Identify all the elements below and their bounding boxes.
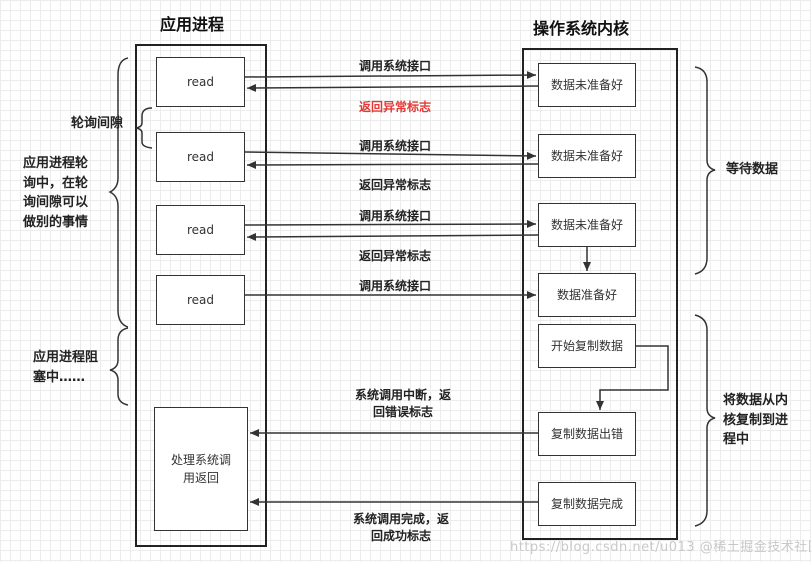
read-box-1: read — [156, 57, 245, 107]
app-process-title: 应用进程 — [160, 15, 225, 34]
read-box-2: read — [156, 132, 245, 182]
copy-brace — [694, 314, 716, 527]
read-box-3: read — [156, 205, 245, 255]
gap-brace — [135, 107, 153, 149]
return-arrow-2 — [246, 160, 539, 169]
call-arrow-2 — [244, 151, 537, 160]
polling-gap-note: 轮询间隙 — [71, 116, 124, 131]
kernel-copy-done: 复制数据完成 — [538, 482, 636, 526]
call-label-2: 调用系统接口 — [359, 139, 432, 153]
return-label-3: 返回异常标志 — [359, 249, 432, 263]
call-label-3: 调用系统接口 — [359, 209, 432, 223]
call-arrow-3 — [244, 220, 537, 229]
return-label-2: 返回异常标志 — [359, 178, 432, 192]
kernel-ready: 数据准备好 — [538, 273, 636, 317]
kernel-not-ready-3: 数据未准备好 — [538, 203, 636, 247]
polling-brace — [108, 57, 129, 328]
kernel-not-ready-1: 数据未准备好 — [538, 63, 636, 107]
blocked-note: 应用进程阻塞中…… — [33, 350, 99, 385]
start-copy-arrow — [596, 345, 669, 410]
blocking-brace — [109, 327, 129, 406]
waiting-data-note: 等待数据 — [726, 162, 779, 177]
polling-note: 应用进程轮询中，在轮询间隙可以做别的事情 — [23, 156, 89, 230]
handle-return-box: 处理系统调用返回 — [154, 407, 248, 531]
copy-to-process-note: 将数据从内核复制到进程中 — [723, 393, 789, 447]
call-label-1: 调用系统接口 — [359, 59, 432, 73]
kernel-start-copy: 开始复制数据 — [538, 324, 636, 368]
kernel-title: 操作系统内核 — [533, 19, 630, 38]
kernel-copy-error: 复制数据出错 — [538, 412, 636, 456]
call-arrow-1 — [244, 71, 537, 80]
return-arrow-3 — [246, 232, 539, 241]
read-box-4: read — [156, 275, 245, 325]
error-return-label: 系统调用中断，返回错误标志 — [354, 388, 451, 420]
watermark: https://blog.csdn.net/u013 @稀土掘金技术社区 — [510, 540, 811, 555]
call-label-4: 调用系统接口 — [359, 279, 432, 293]
wait-brace — [694, 66, 716, 275]
success-return-label: 系统调用完成，返回成功标志 — [352, 512, 449, 544]
kernel-column — [522, 48, 678, 540]
return-label-1: 返回异常标志 — [359, 100, 432, 114]
return-arrow-1 — [246, 83, 539, 92]
kernel-not-ready-2: 数据未准备好 — [538, 134, 636, 178]
